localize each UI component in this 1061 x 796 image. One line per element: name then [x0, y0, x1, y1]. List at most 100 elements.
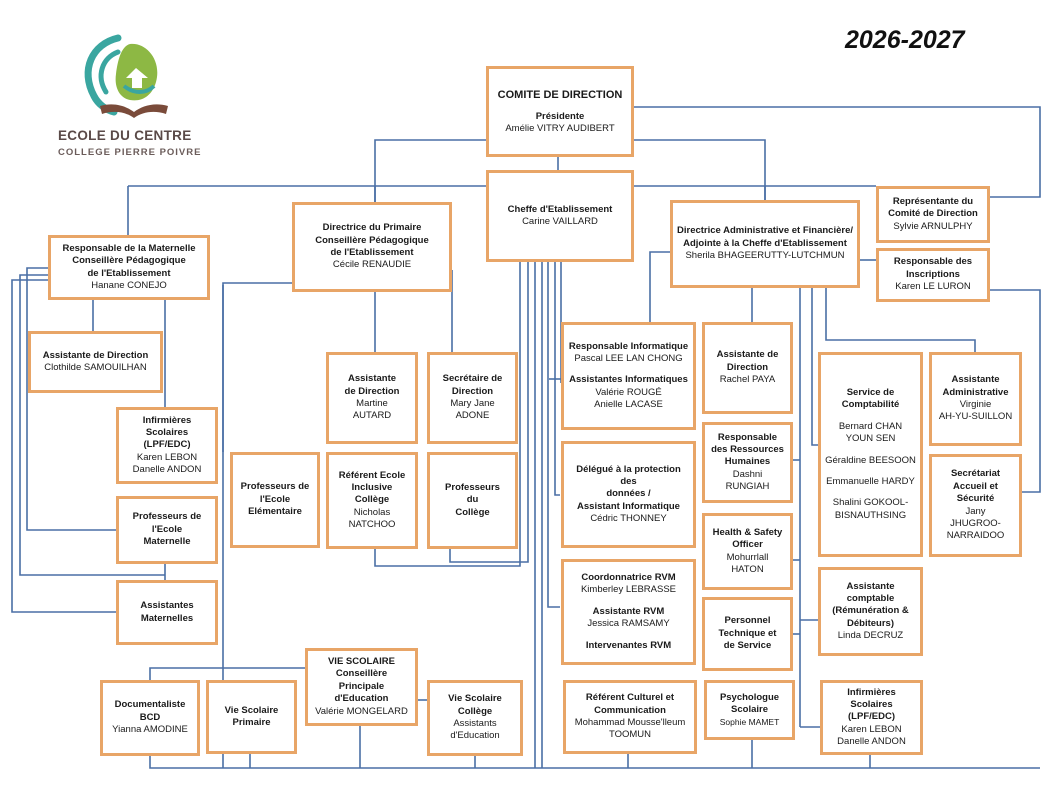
- role-line: Responsable: [717, 431, 778, 443]
- role-line: Assistantes Informatiques: [569, 374, 688, 386]
- person-name: Valérie ROUGÉ: [595, 386, 662, 398]
- box-vie-scolaire-primaire: Vie Scolaire Primaire: [206, 680, 297, 754]
- person-name: Shalini GOKOOL-: [832, 497, 909, 509]
- person-name: Bernard CHAN: [838, 420, 903, 432]
- role-line: de l'Etablissement: [330, 247, 414, 258]
- role-line: Collège: [354, 494, 390, 506]
- box-professeurs-maternelle: Professeurs de l'Ecole Maternelle: [116, 496, 218, 564]
- person-name: Mohammad Mousse'lleum: [574, 717, 686, 728]
- role-line: Responsable Informatique: [568, 340, 689, 352]
- person-name: Sylvie ARNULPHY: [893, 220, 973, 232]
- role-line: Comité de Direction: [888, 208, 978, 220]
- role-line: Scolaire: [731, 704, 768, 716]
- role-line: Maternelles: [140, 612, 194, 624]
- person-name: AUTARD: [352, 410, 392, 422]
- role-line: Intervenantes RVM: [585, 639, 672, 651]
- box-comite-direction: COMITE DE DIRECTION Présidente Amélie VI…: [486, 66, 634, 157]
- person-name: Nicholas: [353, 506, 391, 518]
- box-referent-ecole-inclusive: Référent Ecole Inclusive Collège Nichola…: [326, 452, 418, 549]
- role-line: Collège: [455, 506, 490, 518]
- box-assistante-direction-primaire: Assistante de Direction Martine AUTARD: [326, 352, 418, 444]
- school-year: 2026-2027: [845, 26, 965, 54]
- role-line: Technique et: [718, 627, 777, 639]
- person-name: d'Education: [450, 730, 500, 742]
- person-name: HATON: [731, 563, 764, 575]
- role-line: Référent Ecole: [338, 469, 406, 481]
- role-line: Responsable des: [893, 256, 973, 268]
- person-name: Pascal LEE LAN CHONG: [574, 352, 683, 364]
- role-line: Conseillère Pédagogique: [315, 234, 429, 246]
- person-name: JHUGROO-: [950, 517, 1001, 529]
- role-line: Infirmières: [142, 414, 192, 426]
- box-vie-scolaire: VIE SCOLAIRE Conseillère Principale d'Ed…: [305, 648, 418, 726]
- role-line: du: [466, 494, 479, 506]
- role-line: Assistantes: [140, 600, 194, 612]
- role-line: Secrétaire de: [442, 373, 503, 385]
- role-line: Infirmières: [847, 686, 896, 698]
- role-line: Scolaires (LPF/EDC): [848, 698, 895, 723]
- role-line: l'Ecole: [151, 523, 183, 535]
- box-personnel-technique: Personnel Technique et de Service: [702, 597, 793, 671]
- role-line: Documentaliste: [114, 699, 186, 711]
- role-line: Professeurs de: [132, 511, 202, 523]
- box-daf: Directrice Administrative et Financière/…: [670, 200, 860, 288]
- role-line: d'Education: [334, 693, 389, 705]
- person-name: Rachel PAYA: [719, 374, 776, 386]
- role-line: Représentante du: [892, 195, 974, 207]
- person-name: Kimberley LEBRASSE: [580, 584, 677, 596]
- person-name: RUNGIAH: [725, 481, 770, 493]
- person-name: Danelle ANDON: [837, 736, 906, 748]
- cheffe-role: Cheffe d'Etablissement: [507, 203, 613, 215]
- role-line: VIE SCOLAIRE: [327, 656, 396, 668]
- role-line: Adjointe à la Cheffe d'Etablissement: [683, 237, 847, 249]
- person-name: NARRAIDOO: [946, 530, 1005, 542]
- box-psychologue-scolaire: Psychologue Scolaire Sophie MAMET: [704, 680, 795, 740]
- role-line: comptable: [846, 592, 895, 604]
- role-line: Professeurs: [445, 481, 500, 493]
- role-line: Elémentaire: [248, 506, 302, 518]
- box-informatique: Responsable Informatique Pascal LEE LAN …: [561, 322, 696, 430]
- role-line: données /: [606, 488, 651, 500]
- person-name: Cécile RENAUDIE: [332, 259, 412, 271]
- role-line: Assistante: [846, 580, 895, 592]
- person-name: AH-YU-SUILLON: [938, 411, 1013, 423]
- box-documentaliste: Documentaliste BCD Yianna AMODINE: [100, 680, 200, 756]
- role-line: de Service: [723, 640, 772, 652]
- role-line: Assistante RVM: [592, 605, 665, 617]
- box-delegue-protection-donnees: Délégué à la protection des données / As…: [561, 441, 696, 548]
- person-name: Karen LEBON: [136, 451, 198, 463]
- role-line: Assistant Informatique: [577, 500, 680, 512]
- role-line: Délégué à la protection des: [576, 463, 681, 487]
- box-directrice-primaire: Directrice du Primaire Conseillère Pédag…: [292, 202, 452, 292]
- box-assistante-administrative: Assistante Administrative Virginie AH-YU…: [929, 352, 1022, 446]
- role-line: Référent Culturel et: [585, 692, 675, 704]
- person-name: BISNAUTHSING: [834, 509, 907, 521]
- role-line: Direction: [726, 361, 769, 373]
- box-infirmieres-droite: Infirmières Scolaires (LPF/EDC) Karen LE…: [820, 680, 923, 755]
- role-line: Conseillère Principale: [335, 668, 388, 692]
- logo-subtitle: COLLEGE PIERRE POIVRE: [58, 147, 202, 158]
- logo-mark-icon: [84, 34, 168, 118]
- role-line: Responsable de la Maternelle: [62, 242, 196, 254]
- box-service-comptabilite: Service de Comptabilité Bernard CHAN YOU…: [818, 352, 923, 557]
- box-health-safety-officer: Health & Safety Officer Mohurrlall HATON: [702, 513, 793, 590]
- role-line: Vie Scolaire Collège: [448, 693, 502, 717]
- box-assistante-comptable: Assistante comptable (Rémunération & Déb…: [818, 567, 923, 656]
- box-secretaire-direction: Secrétaire de Direction Mary Jane ADONE: [427, 352, 518, 444]
- box-assistante-direction-daf: Assistante de Direction Rachel PAYA: [702, 322, 793, 414]
- role-line: Assistante: [951, 374, 1000, 386]
- person-name: Dashni: [732, 468, 763, 480]
- role-line: Assistante: [347, 373, 397, 385]
- role-line: Assistante de: [716, 349, 779, 361]
- role-line: Primaire: [232, 717, 271, 728]
- box-ressources-humaines: Responsable des Ressources Humaines Dash…: [702, 422, 793, 503]
- person-name: Anielle LACASE: [594, 399, 663, 411]
- box-secretariat-accueil: Secrétariat Accueil et Sécurité Jany JHU…: [929, 454, 1022, 557]
- person-name: Yianna AMODINE: [112, 724, 188, 736]
- box-professeurs-college: Professeurs du Collège: [427, 452, 518, 549]
- person-name: NATCHOO: [348, 519, 396, 531]
- role-line: Direction: [451, 385, 494, 397]
- box-vie-scolaire-college: Vie Scolaire Collège Assistants d'Educat…: [427, 680, 523, 756]
- person-name: Virginie: [959, 399, 992, 410]
- role-line: Inclusive: [351, 481, 393, 493]
